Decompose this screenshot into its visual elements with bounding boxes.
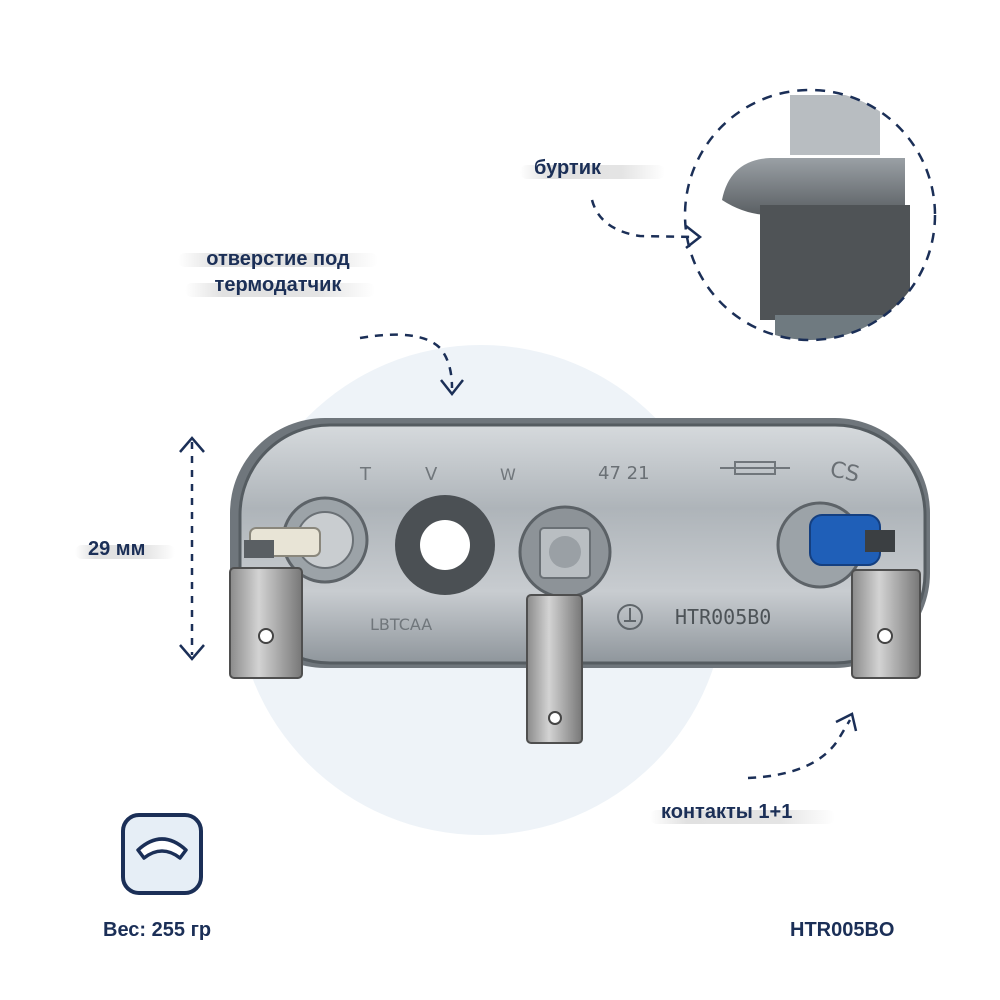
stamp-model: HTR005B0 bbox=[675, 605, 772, 629]
label-model: HTR005BO bbox=[790, 919, 895, 941]
svg-text:W: W bbox=[500, 465, 516, 484]
contact-tabs bbox=[229, 567, 921, 744]
label-size: 29 мм bbox=[88, 538, 146, 560]
arrow-contacts bbox=[747, 712, 858, 780]
label-hole-line2: термодатчик bbox=[214, 274, 342, 296]
arrow-burtik bbox=[590, 199, 703, 249]
dimension-arrow bbox=[179, 436, 205, 661]
scale-icon bbox=[120, 812, 204, 896]
svg-text:LBTCAA: LBTCAA bbox=[370, 615, 432, 634]
label-brush bbox=[75, 545, 175, 559]
label-contacts: контакты 1+1 bbox=[661, 801, 793, 823]
arrow-hole bbox=[359, 333, 464, 397]
label-brush bbox=[185, 283, 375, 297]
label-hole-line1: отверстие под bbox=[206, 248, 350, 270]
svg-text:T: T bbox=[359, 464, 372, 485]
svg-text:V: V bbox=[425, 464, 438, 485]
label-hole: отверстие под термодатчик bbox=[182, 246, 374, 298]
label-burtik: буртик bbox=[534, 157, 602, 179]
label-brush bbox=[650, 810, 835, 824]
heater-flange: T V W LBTCAA bbox=[230, 418, 930, 668]
stamp-top: 47 21 bbox=[598, 463, 650, 484]
zoom-inset bbox=[683, 88, 937, 342]
label-brush bbox=[520, 165, 665, 179]
label-weight: Вес: 255 гр bbox=[103, 919, 212, 941]
label-brush bbox=[178, 253, 378, 267]
